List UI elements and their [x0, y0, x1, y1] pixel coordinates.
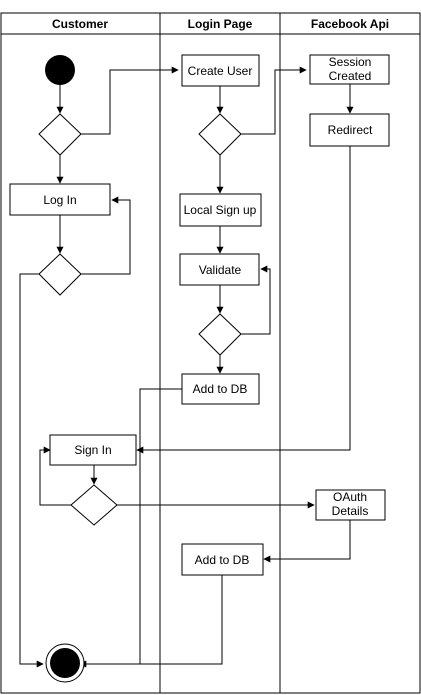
- log-in-action: [9, 183, 111, 216]
- add-to-db-action-2: [181, 543, 264, 576]
- add-to-db-label-1: Add to DB: [193, 382, 248, 396]
- session-created-label-line1: Session: [329, 55, 372, 69]
- lane-header-customer: Customer: [52, 17, 108, 31]
- create-user-action: [181, 54, 260, 87]
- lane-header-login-page: Login Page: [188, 17, 253, 31]
- decision-node-create-user: [198, 113, 242, 156]
- log-in-label: Log In: [43, 193, 76, 207]
- connectors: [19, 66, 354, 668]
- add-to-db-label-2: Add to DB: [195, 553, 250, 567]
- oauth-details-action: [315, 489, 386, 521]
- session-created-label-line2: Created: [329, 69, 372, 83]
- session-created-action: [309, 54, 390, 85]
- start-node: [45, 55, 75, 85]
- local-sign-up-label: Local Sign up: [184, 203, 257, 217]
- create-user-label: Create User: [188, 64, 253, 78]
- oauth-details-label-line2: Details: [332, 504, 369, 518]
- decision-node-validate: [198, 313, 242, 356]
- sign-in-label: Sign In: [74, 443, 111, 457]
- lane-header-facebook-api: Facebook Api: [311, 17, 389, 31]
- add-to-db-action-1: [181, 373, 260, 405]
- end-node: [45, 643, 85, 683]
- validate-action: [179, 253, 260, 286]
- redirect-action: [309, 113, 390, 147]
- swimlane-frame: [0, 12, 421, 694]
- oauth-details-label-line1: OAuth: [333, 490, 367, 504]
- sign-in-action: [49, 434, 137, 466]
- decision-node-sign-in: [70, 484, 118, 526]
- redirect-label: Redirect: [328, 123, 373, 137]
- validate-label: Validate: [199, 263, 242, 277]
- local-sign-up-action: [179, 193, 262, 227]
- decision-node-log-in: [38, 253, 82, 296]
- decision-node-customer-start: [38, 113, 82, 156]
